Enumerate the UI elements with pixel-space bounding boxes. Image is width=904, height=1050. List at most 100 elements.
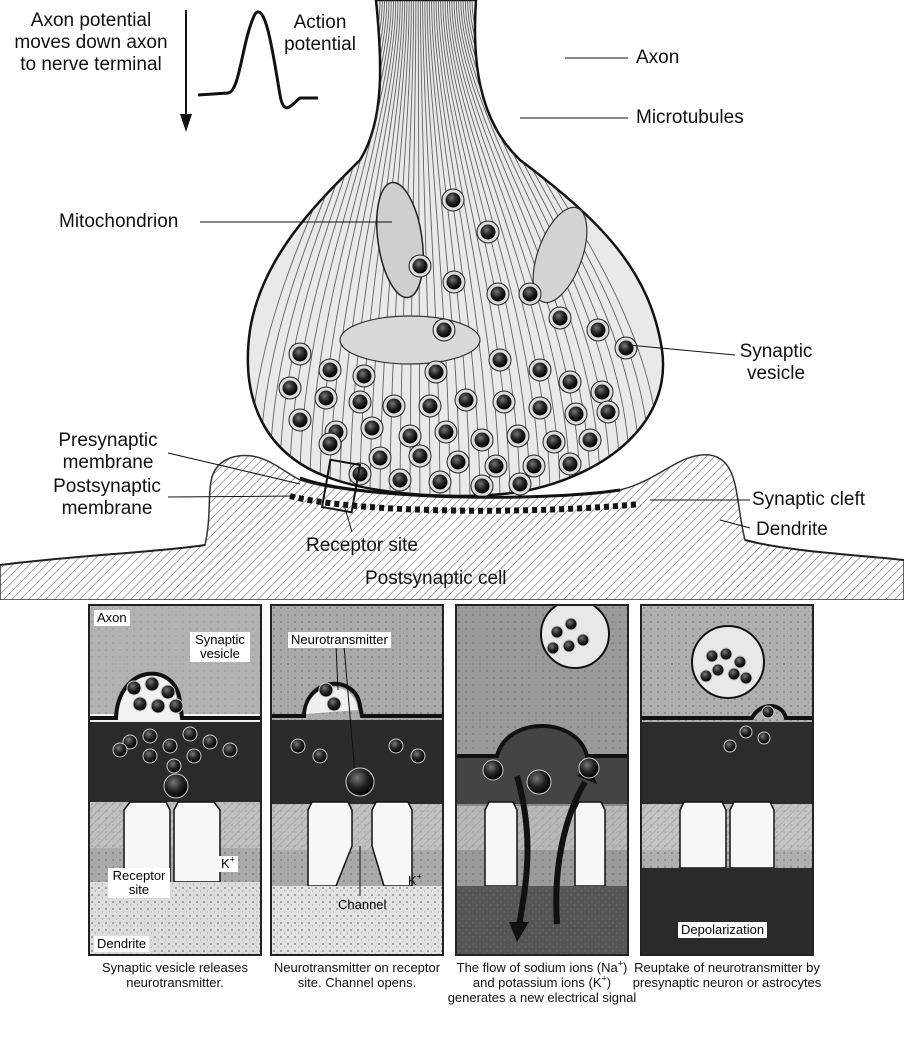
panel2-potassium-tag: K+	[408, 874, 422, 888]
synaptic-vesicle-dot	[361, 417, 383, 439]
neurotransmitter-dot	[327, 697, 341, 711]
panel1-dendrite-tag: Dendrite	[94, 936, 149, 952]
neurotransmitter-dot	[712, 664, 724, 676]
synaptic-vesicle-dot	[615, 337, 637, 359]
synaptic-vesicle-dot	[493, 391, 515, 413]
caption-receptor-binding: Neurotransmitter on receptor site. Chann…	[262, 960, 452, 990]
synaptic-vesicle-dot	[559, 371, 581, 393]
synaptic-vesicle-dot	[319, 433, 341, 455]
synaptic-vesicle-dot	[442, 189, 464, 211]
panel1-potassium-tag: K+	[218, 856, 238, 872]
neurotransmitter-dot	[183, 727, 197, 741]
synaptic-vesicle-dot	[425, 361, 447, 383]
panel4-depolarization-tag: Depolarization	[678, 922, 767, 938]
neurotransmitter-dot	[527, 770, 551, 794]
synaptic-vesicle-dot	[523, 455, 545, 477]
neurotransmitter-dot	[127, 681, 141, 695]
microtubules-label: Microtubules	[636, 107, 744, 129]
synaptic-vesicle-dot	[579, 429, 601, 451]
neurotransmitter-dot	[167, 759, 181, 773]
neurotransmitter-dot	[724, 740, 736, 752]
synaptic-vesicle-dot	[383, 395, 405, 417]
axon-label: Axon	[636, 47, 679, 69]
panel-reuptake: Depolarization	[640, 604, 814, 956]
neurotransmitter-dot	[579, 758, 599, 778]
caption-ion-flow: The flow of sodium ions (Na+) and potass…	[447, 960, 637, 1005]
synaptic-vesicle-dot	[485, 455, 507, 477]
neurotransmitter-dot	[483, 760, 503, 780]
synaptic-vesicle-dot	[529, 359, 551, 381]
synaptic-vesicle-label: Synaptic vesicle	[736, 341, 816, 385]
synaptic-vesicle-dot	[477, 221, 499, 243]
synaptic-vesicle-dot	[487, 283, 509, 305]
synaptic-vesicle-dot	[319, 359, 341, 381]
neurotransmitter-dot	[547, 642, 559, 654]
caption-reuptake: Reuptake of neurotransmitter by presynap…	[632, 960, 822, 990]
neurotransmitter-dot	[169, 699, 183, 713]
synaptic-cleft-label: Synaptic cleft	[752, 489, 865, 511]
neurotransmitter-dot	[145, 677, 159, 691]
synaptic-vesicle-dot	[489, 349, 511, 371]
neurotransmitter-dot	[758, 732, 770, 744]
panel1-axon-tag: Axon	[94, 610, 130, 626]
synaptic-vesicle-dot	[559, 453, 581, 475]
synaptic-vesicle-dot	[279, 377, 301, 399]
neurotransmitter-dot	[734, 656, 746, 668]
neurotransmitter-dot	[563, 640, 575, 652]
synaptic-vesicle-dot	[435, 421, 457, 443]
neurotransmitter-dot	[143, 729, 157, 743]
neurotransmitter-dot	[164, 774, 188, 798]
neurotransmitter-dot	[187, 749, 201, 763]
panel1-vesicle-tag: Synaptic vesicle	[190, 632, 250, 662]
synaptic-vesicle-dot	[455, 389, 477, 411]
neurotransmitter-dot	[223, 743, 237, 757]
postsynaptic-membrane-label: Postsynaptic membrane	[40, 476, 174, 520]
mitochondrion-label: Mitochondrion	[59, 211, 178, 233]
neurotransmitter-dot	[313, 749, 327, 763]
neurotransmitter-dot	[762, 706, 774, 718]
neurotransmitter-dot	[163, 739, 177, 753]
synaptic-vesicle-dot	[409, 255, 431, 277]
neurotransmitter-dot	[728, 668, 740, 680]
neurotransmitter-dot	[720, 648, 732, 660]
neurotransmitter-dot	[291, 739, 305, 753]
neurotransmitter-dot	[389, 739, 403, 753]
neurotransmitter-dot	[700, 670, 712, 682]
synaptic-vesicle-dot	[591, 381, 613, 403]
neurotransmitter-dot	[740, 672, 752, 684]
neurotransmitter-dot	[565, 618, 577, 630]
synaptic-vesicle-dot	[507, 425, 529, 447]
synaptic-vesicle-dot	[471, 429, 493, 451]
synaptic-vesicle-dot	[519, 283, 541, 305]
receptor-site-label: Receptor site	[306, 535, 418, 557]
presynaptic-membrane-label: Presynaptic membrane	[46, 430, 170, 474]
neurotransmitter-dot	[113, 743, 127, 757]
neurotransmitter-dot	[143, 749, 157, 763]
panel2-neurotransmitter-tag: Neurotransmitter	[288, 632, 391, 648]
synaptic-vesicle-dot	[399, 425, 421, 447]
panel-ion-flow	[455, 604, 629, 956]
synaptic-vesicle-dot	[597, 401, 619, 423]
synaptic-vesicle-dot	[429, 471, 451, 493]
synaptic-vesicle-dot	[529, 397, 551, 419]
synaptic-vesicle-dot	[289, 409, 311, 431]
panel-receptor-binding: Neurotransmitter Channel K+	[270, 604, 444, 956]
axon-potential-label: Axon potential moves down axon to nerve …	[6, 10, 176, 76]
synaptic-vesicle-dot	[433, 319, 455, 341]
postsynaptic-cell-label: Postsynaptic cell	[365, 568, 507, 590]
synaptic-vesicle-dot	[543, 431, 565, 453]
neurotransmitter-dot	[151, 699, 165, 713]
synaptic-vesicle-dot	[289, 343, 311, 365]
neurotransmitter-dot	[706, 650, 718, 662]
neurotransmitter-dot	[161, 685, 175, 699]
neurotransmitter-dot	[411, 749, 425, 763]
panel1-receptor-tag: Receptor site	[108, 868, 170, 898]
synaptic-vesicle-dot	[315, 387, 337, 409]
synaptic-vesicle-dot	[419, 395, 441, 417]
neurotransmitter-dot	[740, 726, 752, 738]
neurotransmitter-dot	[133, 697, 147, 711]
synaptic-vesicle-dot	[409, 445, 431, 467]
vesicle-cluster	[692, 626, 764, 698]
neurotransmitter-dot	[577, 634, 589, 646]
synaptic-vesicle-dot	[509, 473, 531, 495]
